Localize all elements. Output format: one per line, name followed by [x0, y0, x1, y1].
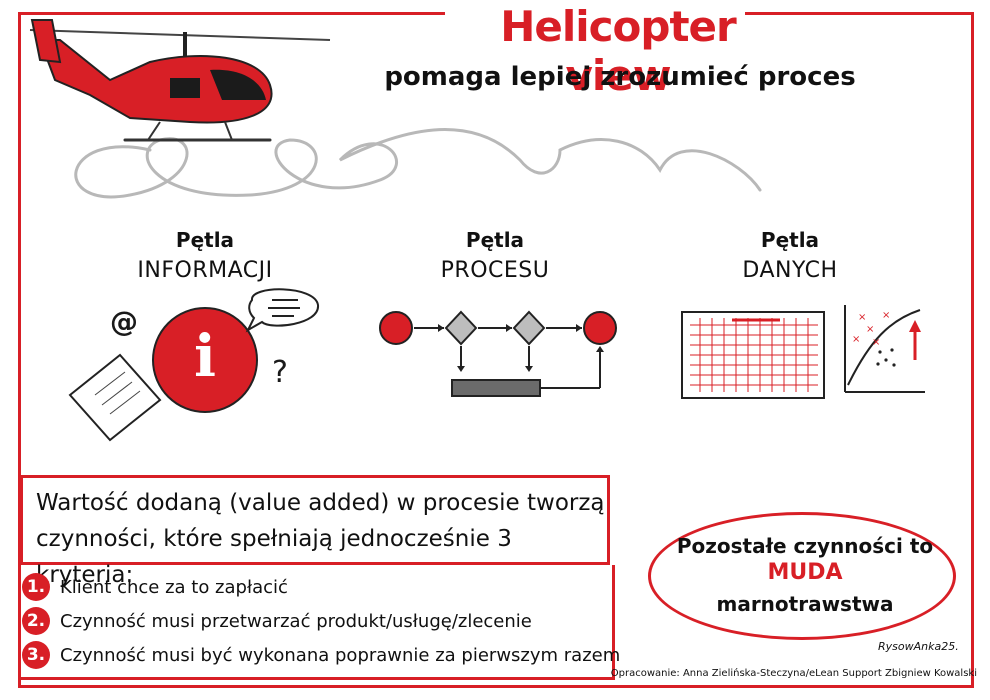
- question-mark-icon: ?: [272, 355, 288, 390]
- data-loop-illustration: ×× ×××: [681, 305, 925, 399]
- muda-line-3: marnotrawstwa: [716, 592, 894, 616]
- criterion-text-1: Klient chce za to zapłacić: [60, 577, 288, 598]
- svg-text:×: ×: [858, 312, 866, 323]
- criterion-number-1: 1.: [22, 573, 50, 601]
- page-subtitle: pomaga lepiej zrozumieć proces: [384, 62, 856, 92]
- task-bar-icon: [451, 379, 541, 397]
- frame-gap: [445, 6, 745, 20]
- criterion-number-3: 3.: [22, 641, 50, 669]
- criteria-box: [20, 565, 615, 680]
- information-loop-illustration: [68, 288, 320, 442]
- loop-process-word: Pętla: [465, 228, 525, 252]
- muda-oval: [648, 512, 956, 640]
- document-icon: [68, 353, 162, 442]
- loop-process-name: PROCESU: [440, 258, 550, 283]
- loop-data-word: Pętla: [760, 228, 820, 252]
- loop-information-word: Pętla: [175, 228, 235, 252]
- decision-icon: [512, 310, 546, 346]
- helicopter-icon: [29, 19, 331, 142]
- flight-path: [74, 128, 762, 199]
- page-title: Helicopter view: [500, 2, 737, 100]
- process-loop-illustration: [379, 310, 617, 397]
- value-added-box: [20, 475, 610, 565]
- muda-word: MUDA: [767, 560, 843, 585]
- value-added-line-1: Wartość dodaną (value added) w procesie …: [36, 490, 605, 516]
- info-letter-icon: i: [193, 322, 217, 390]
- decision-icon: [444, 310, 478, 346]
- svg-text:×: ×: [852, 334, 860, 345]
- speech-bubble-icon: [245, 288, 320, 333]
- loop-data-name: DANYCH: [742, 258, 838, 283]
- criterion-number-2: 2.: [22, 607, 50, 635]
- end-event-icon: [583, 311, 617, 345]
- at-sign-icon: @: [110, 305, 138, 338]
- scatter-plot-icon: ×× ×××: [844, 305, 925, 393]
- svg-text:×: ×: [866, 324, 874, 335]
- criterion-text-2: Czynność musi przetwarzać produkt/usługę…: [60, 611, 532, 632]
- artist-signature: RysowAnka25.: [878, 640, 959, 653]
- credit-line: Opracowanie: Anna Zielińska-Steczyna/eLe…: [610, 668, 977, 679]
- muda-line-1: Pozostałe czynności to: [676, 534, 934, 558]
- svg-text:×: ×: [882, 310, 890, 321]
- value-added-text: Wartość dodaną (value added) w procesie …: [36, 485, 606, 593]
- value-added-line-2: czynności, które spełniają jednocześnie …: [36, 526, 512, 588]
- criterion-text-3: Czynność musi być wykonana poprawnie za …: [60, 645, 621, 666]
- loop-information-name: INFORMACJI: [137, 258, 273, 283]
- svg-text:×: ×: [872, 337, 880, 348]
- start-event-icon: [379, 311, 413, 345]
